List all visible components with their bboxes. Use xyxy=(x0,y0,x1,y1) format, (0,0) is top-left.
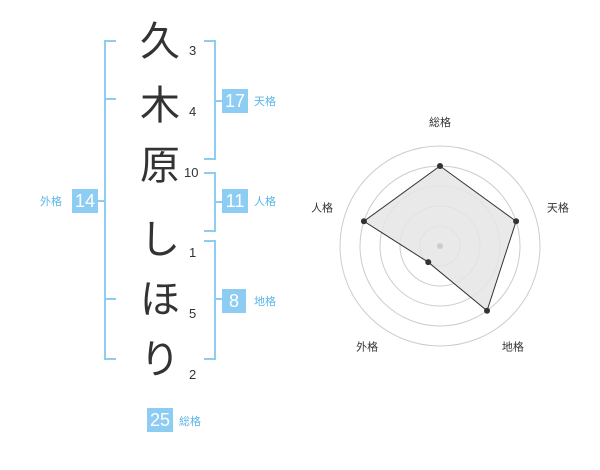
chikaku-bracket-connector xyxy=(216,298,222,300)
radar-center-dot xyxy=(437,243,443,249)
radar-axis-label-1: 総格 xyxy=(429,115,451,129)
radar-axis-label-5: 人格 xyxy=(311,201,333,215)
chikaku-badge: 8 xyxy=(222,289,246,313)
given-strokes-3: 2 xyxy=(189,367,197,382)
given-char-3: り xyxy=(140,337,180,383)
given-char-1: し xyxy=(140,217,180,263)
given-strokes-1: 1 xyxy=(189,245,197,260)
surname-char-1: 久 xyxy=(140,19,180,65)
gaikaku-bracket xyxy=(104,40,116,360)
tenkaku-label: 天格 xyxy=(254,95,276,108)
radar-axis-label-2: 天格 xyxy=(547,201,569,215)
soukaku-badge: 25 xyxy=(147,408,173,432)
radar-point-4 xyxy=(425,259,432,266)
soukaku-label: 総格 xyxy=(179,415,201,428)
radar-points xyxy=(360,163,520,314)
jinkaku-bracket-connector xyxy=(216,201,222,203)
radar-point-2 xyxy=(513,218,520,225)
radar-point-1 xyxy=(437,163,443,169)
gaikaku-label: 外格 xyxy=(40,195,62,208)
gaikaku-badge: 14 xyxy=(72,189,98,213)
radar-shape xyxy=(363,165,517,312)
given-strokes-2: 5 xyxy=(189,306,197,321)
surname-strokes-1: 3 xyxy=(189,43,197,58)
given-char-2: ほ xyxy=(140,277,180,323)
radar-axis-label-3: 地格 xyxy=(502,339,524,353)
tenkaku-bracket xyxy=(204,40,216,160)
gaikaku-bracket-tick-upper xyxy=(104,98,116,100)
radar-polygon xyxy=(363,165,517,312)
surname-char-3: 原 xyxy=(140,143,180,189)
surname-char-2: 木 xyxy=(140,83,180,129)
surname-strokes-2: 4 xyxy=(189,104,197,119)
radar-point-3 xyxy=(484,307,491,314)
tenkaku-bracket-connector xyxy=(216,100,222,102)
chikaku-label: 地格 xyxy=(254,295,276,308)
surname-strokes-3: 10 xyxy=(184,165,199,180)
chikaku-bracket xyxy=(204,240,216,360)
gaikaku-bracket-tick-lower xyxy=(104,298,116,300)
gaikaku-bracket-connector xyxy=(96,200,104,202)
radar-point-5 xyxy=(360,218,367,225)
jinkaku-bracket xyxy=(204,172,216,232)
jinkaku-badge: 11 xyxy=(222,189,248,213)
radar-axis-label-4: 外格 xyxy=(356,339,378,353)
tenkaku-badge: 17 xyxy=(222,89,248,113)
jinkaku-label: 人格 xyxy=(254,195,276,208)
